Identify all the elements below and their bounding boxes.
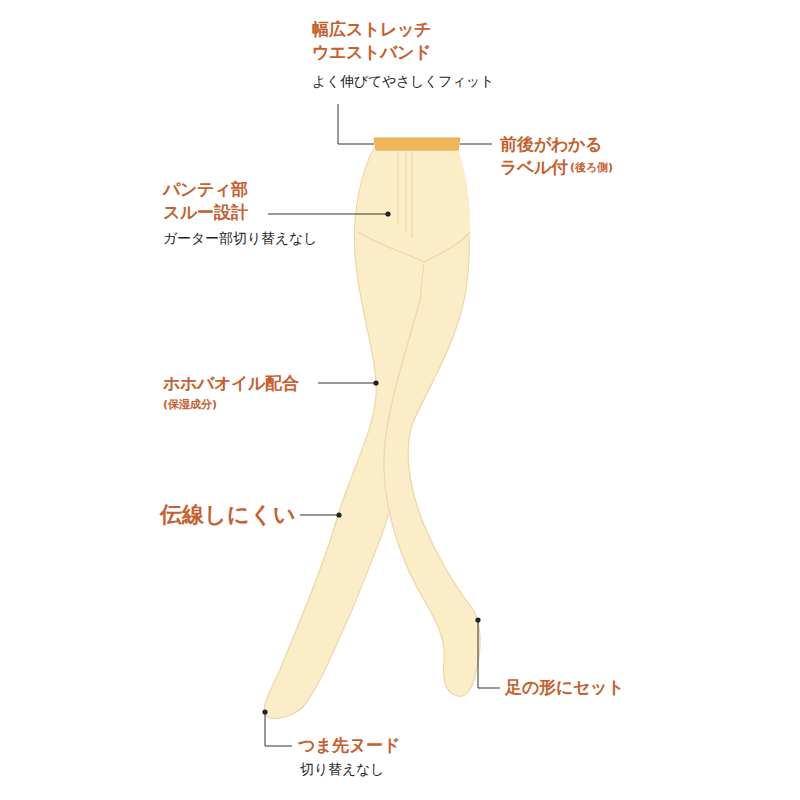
callout-note: よく伸びてやさしくフィット <box>312 72 542 91</box>
callout-heading: 足の形にセット <box>505 676 665 699</box>
callout-heading: ホホバオイル配合 <box>163 372 323 395</box>
callout-heading: パンティ部 スルー設計 <box>163 178 263 224</box>
callout-note: (後ろ側) <box>570 161 640 176</box>
callout-heading: 伝線しにくい <box>160 500 310 530</box>
callout-note: ガーター部切り替えなし <box>163 229 363 248</box>
callout-heading: つま先ヌード <box>298 734 448 757</box>
callout-note: 切り替えなし <box>300 760 420 779</box>
callout-note: (保湿成分) <box>163 398 263 413</box>
callout-heading: 幅広ストレッチ ウエストバンド <box>312 18 452 64</box>
